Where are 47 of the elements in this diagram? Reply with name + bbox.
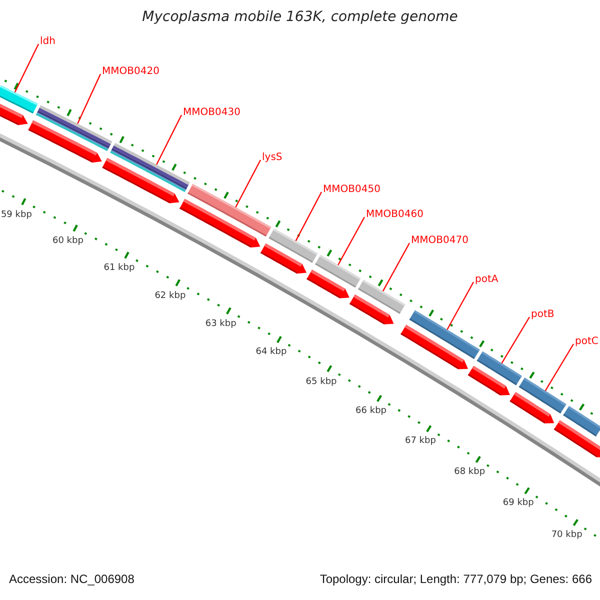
leader-line	[501, 316, 530, 364]
coding-sequence-block	[510, 392, 554, 424]
scale-label: 65 kbp	[306, 378, 337, 388]
gene-label: MMOB0470	[411, 235, 468, 246]
scale-label: 64 kbp	[256, 348, 287, 358]
scale-label: 69 kbp	[502, 499, 534, 510]
scale-label: 62 kbp	[154, 292, 186, 302]
leader-line	[156, 114, 182, 165]
scale-label: 66 kbp	[356, 407, 386, 418]
scale-label: 67 kbp	[405, 437, 436, 448]
scale-label: 70 kbp	[551, 530, 582, 541]
gene-label: MMOB0430	[183, 107, 240, 118]
leader-line	[77, 74, 102, 124]
coding-sequence-block	[400, 324, 468, 370]
scale-label: 59 kbp	[0, 211, 32, 221]
leader-line	[338, 216, 366, 266]
leader-line	[14, 44, 40, 93]
leader-line	[446, 282, 474, 330]
coding-sequence-block	[102, 158, 180, 204]
leader-line	[382, 242, 410, 292]
gene-label: potB	[531, 309, 554, 320]
diagram-title: Mycoplasma mobile 163K, complete genome	[141, 10, 459, 26]
gene-bar	[110, 142, 190, 192]
coding-sequence-block	[554, 420, 600, 458]
coding-sequence-block	[28, 120, 102, 163]
gene-bar	[36, 105, 112, 152]
gene-label: MMOB0460	[366, 209, 424, 220]
coding-sequence-block	[306, 270, 350, 298]
gene-label: ldh	[40, 36, 56, 47]
gene-label: MMOB0450	[323, 184, 380, 195]
leader-line	[544, 344, 574, 392]
coding-sequence-block	[260, 243, 307, 274]
scale-label: 60 kbp	[52, 237, 84, 248]
genome-summary-text: Topology: circular; Length: 777,079 bp; Genes: 666	[320, 573, 592, 586]
gene-label: lysS	[262, 152, 282, 163]
scale-label: 63 kbp	[205, 320, 236, 330]
gene-label: MMOB0420	[102, 66, 160, 77]
leader-line	[295, 192, 322, 242]
coding-sequence-block	[180, 198, 260, 248]
gene-label: potC	[575, 336, 598, 347]
coding-sequence-block	[349, 294, 394, 324]
coding-sequence-block	[468, 366, 510, 396]
scale-label: 68 kbp	[454, 468, 486, 478]
accession-text: Accession: NC_006908	[9, 573, 134, 586]
scale-label: 61 kbp	[104, 264, 135, 274]
gene-label: potA	[475, 274, 498, 285]
leader-line	[235, 160, 262, 208]
